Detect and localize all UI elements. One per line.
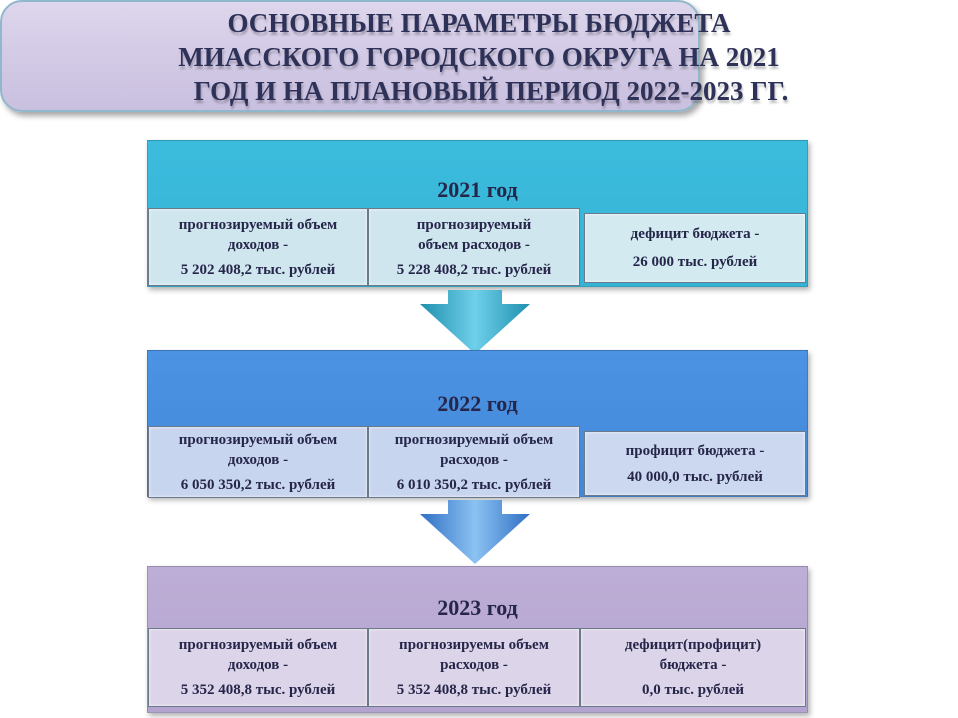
cell-value: 5 228 408,2 тыс. рублей — [396, 261, 552, 278]
year-label: 2023 год — [437, 595, 518, 620]
cell-value: 26 000 тыс. рублей — [632, 254, 758, 270]
cell-text: бюджета - — [659, 657, 727, 673]
cell-text: доходов - — [227, 236, 289, 253]
cell-text: прогнозируемый — [416, 216, 532, 233]
balance-cell: дефицит бюджета - 26 000 тыс. рублей — [584, 213, 806, 283]
year-label: 2021 год — [437, 177, 518, 202]
cell-value: 5 352 408,8 тыс. рублей — [396, 682, 552, 698]
cell-value: 40 000,0 тыс. рублей — [627, 468, 763, 485]
section-2023: 2023 год прогнозируемый объем доходов - … — [147, 566, 808, 713]
income-cell: прогнозируемый объем доходов - 6 050 350… — [148, 426, 368, 498]
cell-text: расходов - — [440, 451, 508, 468]
cell-text: дефицит(профицит) — [624, 637, 762, 653]
cell-text: прогнозируемый объем — [394, 431, 554, 448]
income-cell: прогнозируемый объем доходов - 5 202 408… — [148, 208, 368, 286]
title-line: МИАССКОГО ГОРОДСКОГО ОКРУГА НА 2021 — [178, 42, 780, 72]
cell-text: прогнозируемый объем — [178, 637, 338, 653]
cell-text: профицит бюджета - — [625, 442, 765, 459]
title-box: ОСНОВНЫЕ ПАРАМЕТРЫ БЮДЖЕТА МИАССКОГО ГОР… — [0, 0, 788, 112]
expense-cell: прогнозируемы объем расходов - 5 352 408… — [368, 628, 580, 707]
cell-value: 5 202 408,2 тыс. рублей — [180, 261, 336, 278]
cell-text: доходов - — [227, 657, 289, 673]
balance-cell: дефицит(профицит) бюджета - 0,0 тыс. руб… — [580, 628, 806, 707]
expense-cell: прогнозируемый объем расходов - 6 010 35… — [368, 426, 580, 498]
title-line: ГОД И НА ПЛАНОВЫЙ ПЕРИОД 2022-2023 ГГ. — [193, 76, 789, 106]
section-2022: 2022 год прогнозируемый объем доходов - … — [147, 350, 808, 498]
arrow-down-icon — [420, 500, 530, 564]
cell-text: дефицит бюджета - — [630, 226, 760, 242]
cell-value: 5 352 408,8 тыс. рублей — [180, 682, 336, 698]
arrow-down-icon — [420, 290, 530, 354]
cell-text: прогнозируемый объем — [178, 216, 338, 233]
year-label: 2022 год — [437, 391, 518, 416]
cell-text: прогнозируемы объем — [399, 637, 549, 653]
income-cell: прогнозируемый объем доходов - 5 352 408… — [148, 628, 368, 707]
cell-text: прогнозируемый объем — [178, 431, 338, 448]
cell-text: объем расходов - — [418, 236, 530, 253]
cell-text: расходов - — [440, 657, 508, 673]
cell-value: 6 010 350,2 тыс. рублей — [396, 476, 552, 493]
cell-value: 0,0 тыс. рублей — [641, 682, 745, 698]
cell-value: 6 050 350,2 тыс. рублей — [180, 476, 336, 493]
expense-cell: прогнозируемый объем расходов - 5 228 40… — [368, 208, 580, 286]
section-2021: 2021 год прогнозируемый объем доходов - … — [147, 140, 808, 287]
cell-text: доходов - — [227, 451, 289, 468]
balance-cell: профицит бюджета - 40 000,0 тыс. рублей — [584, 431, 806, 496]
title-line: ОСНОВНЫЕ ПАРАМЕТРЫ БЮДЖЕТА — [227, 8, 731, 38]
